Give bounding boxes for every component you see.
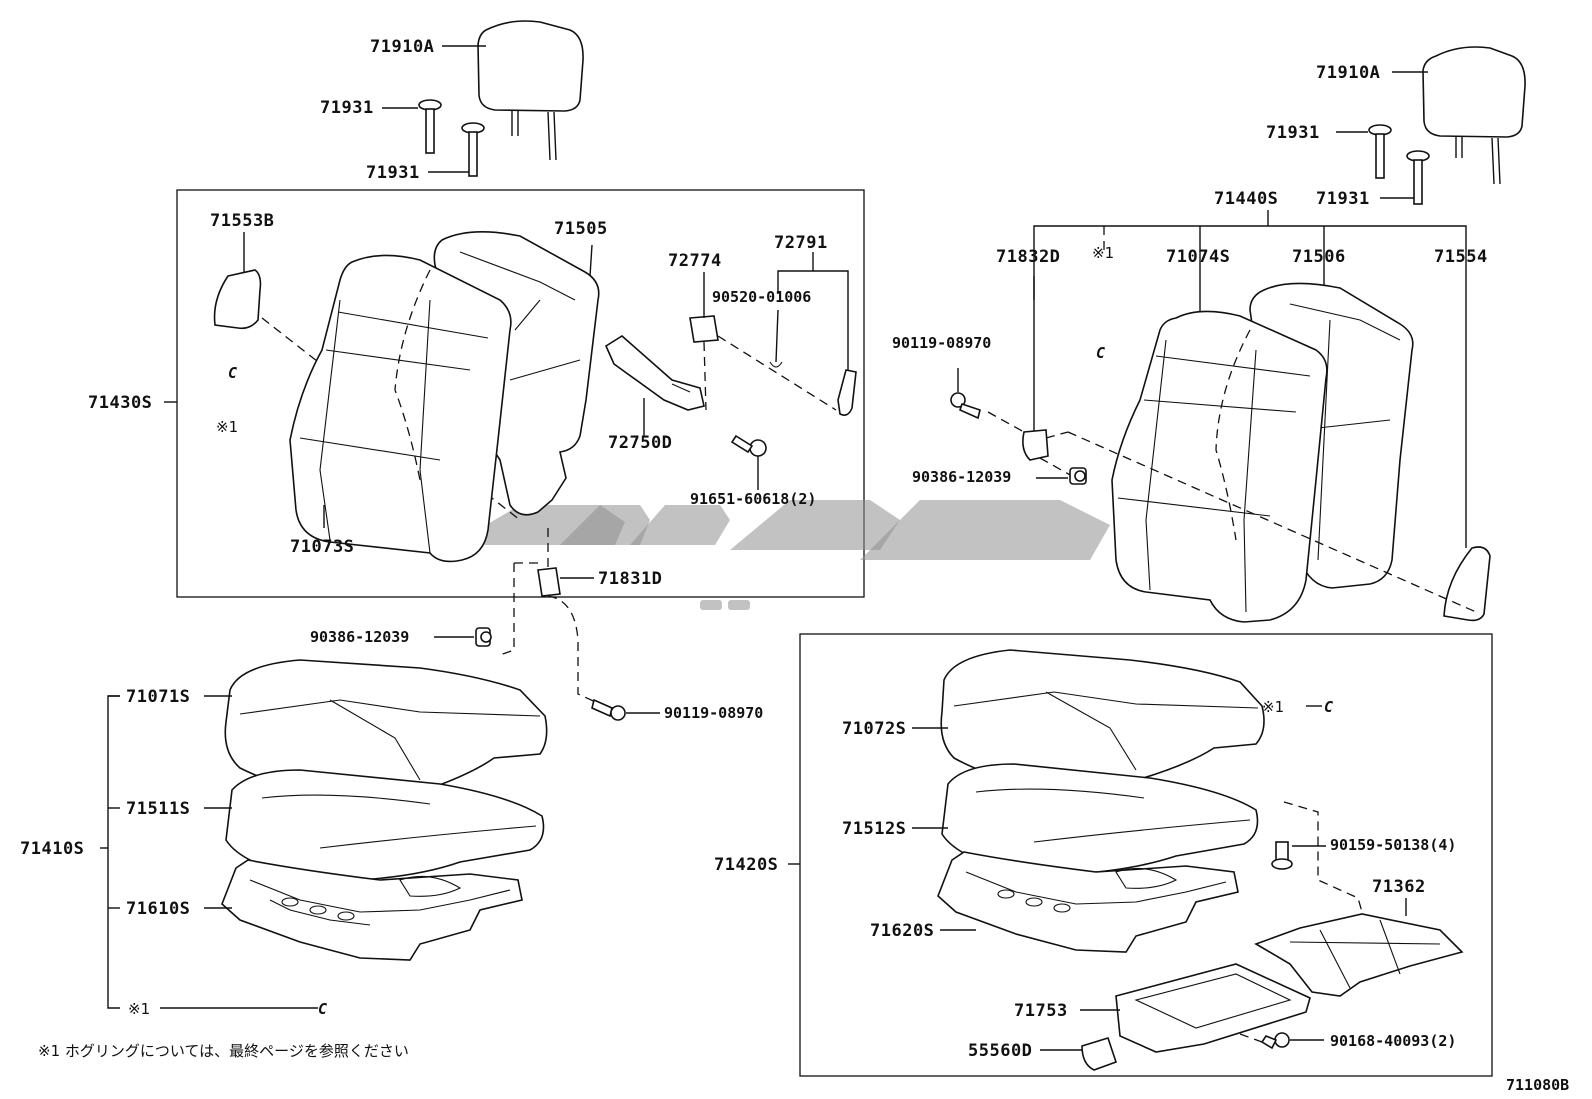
- screw-90168-part: [1260, 1032, 1290, 1050]
- leader-90520: [775, 309, 779, 363]
- tray-71753-part: [1115, 963, 1311, 1053]
- hog-ring-symbol-right: C: [1096, 344, 1105, 362]
- label-90159-50138[interactable]: 90159-50138(4): [1330, 836, 1456, 854]
- dashed-72774-to-90520: [717, 335, 837, 411]
- hog-ring-symbol-bottom-left: C: [318, 1000, 327, 1018]
- label-90119-08970-right[interactable]: 90119-08970: [892, 334, 991, 352]
- leader-71505: [589, 244, 593, 277]
- label-71074S[interactable]: 71074S: [1166, 247, 1230, 267]
- label-55560D[interactable]: 55560D: [968, 1041, 1032, 1061]
- label-90119-08970-left[interactable]: 90119-08970: [664, 704, 763, 722]
- seat-cushion-71072S-part: [940, 649, 1265, 787]
- headrest-right-part: [1422, 46, 1526, 185]
- label-71420S[interactable]: 71420S: [714, 855, 778, 875]
- bracket-71832D-part: [1022, 429, 1049, 461]
- label-71931-left-2[interactable]: 71931: [366, 163, 420, 183]
- bolt-91651-part: [730, 434, 767, 457]
- label-71910A-left[interactable]: 71910A: [370, 37, 434, 57]
- footnote-hog-ring: ※1 ホグリングについては、最終ページを参照ください: [38, 1042, 409, 1060]
- label-71440S[interactable]: 71440S: [1214, 189, 1278, 209]
- under-cover-71362-part: [1254, 913, 1464, 997]
- dashed-to-90386-left: [499, 562, 538, 656]
- bolt-90119-left-part: [591, 698, 626, 721]
- bracket-71410S: [107, 695, 120, 1009]
- label-71931-left-1[interactable]: 71931: [320, 98, 374, 118]
- label-90520-01006[interactable]: 90520-01006: [712, 288, 811, 306]
- label-71511S[interactable]: 71511S: [126, 799, 190, 819]
- dashed-to-90386-right: [1039, 457, 1073, 477]
- dashed-90168: [1239, 1033, 1263, 1043]
- label-71753[interactable]: 71753: [1014, 1001, 1068, 1021]
- bolt-90159-part: [1271, 841, 1293, 870]
- seat-pad-71511S-part: [225, 769, 545, 881]
- bracket-72774-part: [689, 315, 719, 343]
- label-71554[interactable]: 71554: [1434, 247, 1488, 267]
- drawing-code: 711080B: [1506, 1076, 1569, 1094]
- label-90386-12039-left[interactable]: 90386-12039: [310, 628, 409, 646]
- headrest-guide-left-2-part: [461, 122, 485, 177]
- ref-mark-left: ※1: [216, 418, 238, 436]
- headrest-left-part: [477, 20, 584, 161]
- dashed-90159: [1283, 801, 1363, 913]
- label-91651-60618[interactable]: 91651-60618(2): [690, 490, 816, 508]
- dashed-90119-right: [987, 411, 1025, 433]
- seatback-assy-71074S-part: [1111, 310, 1328, 623]
- watermark-logo: [452, 500, 1110, 610]
- label-71610S[interactable]: 71610S: [126, 899, 190, 919]
- ref-mark-box-right: ※1: [1262, 698, 1284, 716]
- hog-ring-symbol-box-right: C: [1324, 698, 1333, 716]
- label-71620S[interactable]: 71620S: [870, 921, 934, 941]
- dashed-72774: [703, 341, 707, 411]
- label-71506[interactable]: 71506: [1292, 247, 1346, 267]
- headrest-guide-left-1-part: [418, 99, 442, 154]
- nut-90386-right-part: [1069, 467, 1087, 485]
- dashed-71831D-to-90119: [547, 595, 601, 705]
- left-seatback-group-box: [176, 189, 865, 598]
- seatback-cover-71553B-part: [213, 269, 262, 330]
- label-72774[interactable]: 72774: [668, 251, 722, 271]
- label-71362[interactable]: 71362: [1372, 877, 1426, 897]
- label-71831D[interactable]: 71831D: [598, 569, 662, 589]
- label-71931-right-1[interactable]: 71931: [1266, 123, 1320, 143]
- label-71071S[interactable]: 71071S: [126, 687, 190, 707]
- label-72750D[interactable]: 72750D: [608, 433, 672, 453]
- label-71072S[interactable]: 71072S: [842, 719, 906, 739]
- ref-mark-bottom-left: ※1: [128, 1000, 150, 1018]
- belt-anchor-72750D-part: [604, 335, 705, 411]
- label-71073S[interactable]: 71073S: [290, 537, 354, 557]
- seatback-assy-71073S-part: [289, 254, 512, 563]
- label-71931-right-2[interactable]: 71931: [1316, 189, 1370, 209]
- label-71410S[interactable]: 71410S: [20, 839, 84, 859]
- nut-90386-left-part: [475, 627, 492, 647]
- hog-ring-symbol-left: C: [228, 364, 237, 382]
- dashed-71832D-right: [1045, 431, 1069, 439]
- label-72791[interactable]: 72791: [774, 233, 828, 253]
- label-90386-12039-right[interactable]: 90386-12039: [912, 468, 1011, 486]
- label-71505[interactable]: 71505: [554, 219, 608, 239]
- headrest-guide-right-2-part: [1406, 150, 1430, 205]
- label-90168-40093[interactable]: 90168-40093(2): [1330, 1032, 1456, 1050]
- right-cushion-group-box: [799, 633, 1493, 1077]
- seatback-cover-71554-part: [1443, 546, 1491, 622]
- seat-frame-71620S-part: [937, 851, 1239, 953]
- label-71553B[interactable]: 71553B: [210, 211, 274, 231]
- leader-72791-bracket: [777, 270, 849, 370]
- headrest-guide-right-1-part: [1368, 124, 1392, 179]
- label-71910A-right[interactable]: 71910A: [1316, 63, 1380, 83]
- bracket-71440S: [1033, 225, 1467, 548]
- seat-frame-71610S-part: [221, 859, 523, 961]
- clip-55560D-part: [1081, 1037, 1118, 1071]
- label-71832D[interactable]: 71832D: [996, 247, 1060, 267]
- seat-cushion-71071S-part: [224, 659, 548, 797]
- ref-mark-right: ※1: [1092, 244, 1114, 262]
- clip-72791-part: [837, 369, 857, 416]
- label-71430S[interactable]: 71430S: [88, 393, 152, 413]
- label-71512S[interactable]: 71512S: [842, 819, 906, 839]
- bracket-71831D-part: [537, 567, 561, 597]
- hog-ring-90520-part: [769, 361, 783, 368]
- bolt-90119-right-part: [950, 392, 981, 420]
